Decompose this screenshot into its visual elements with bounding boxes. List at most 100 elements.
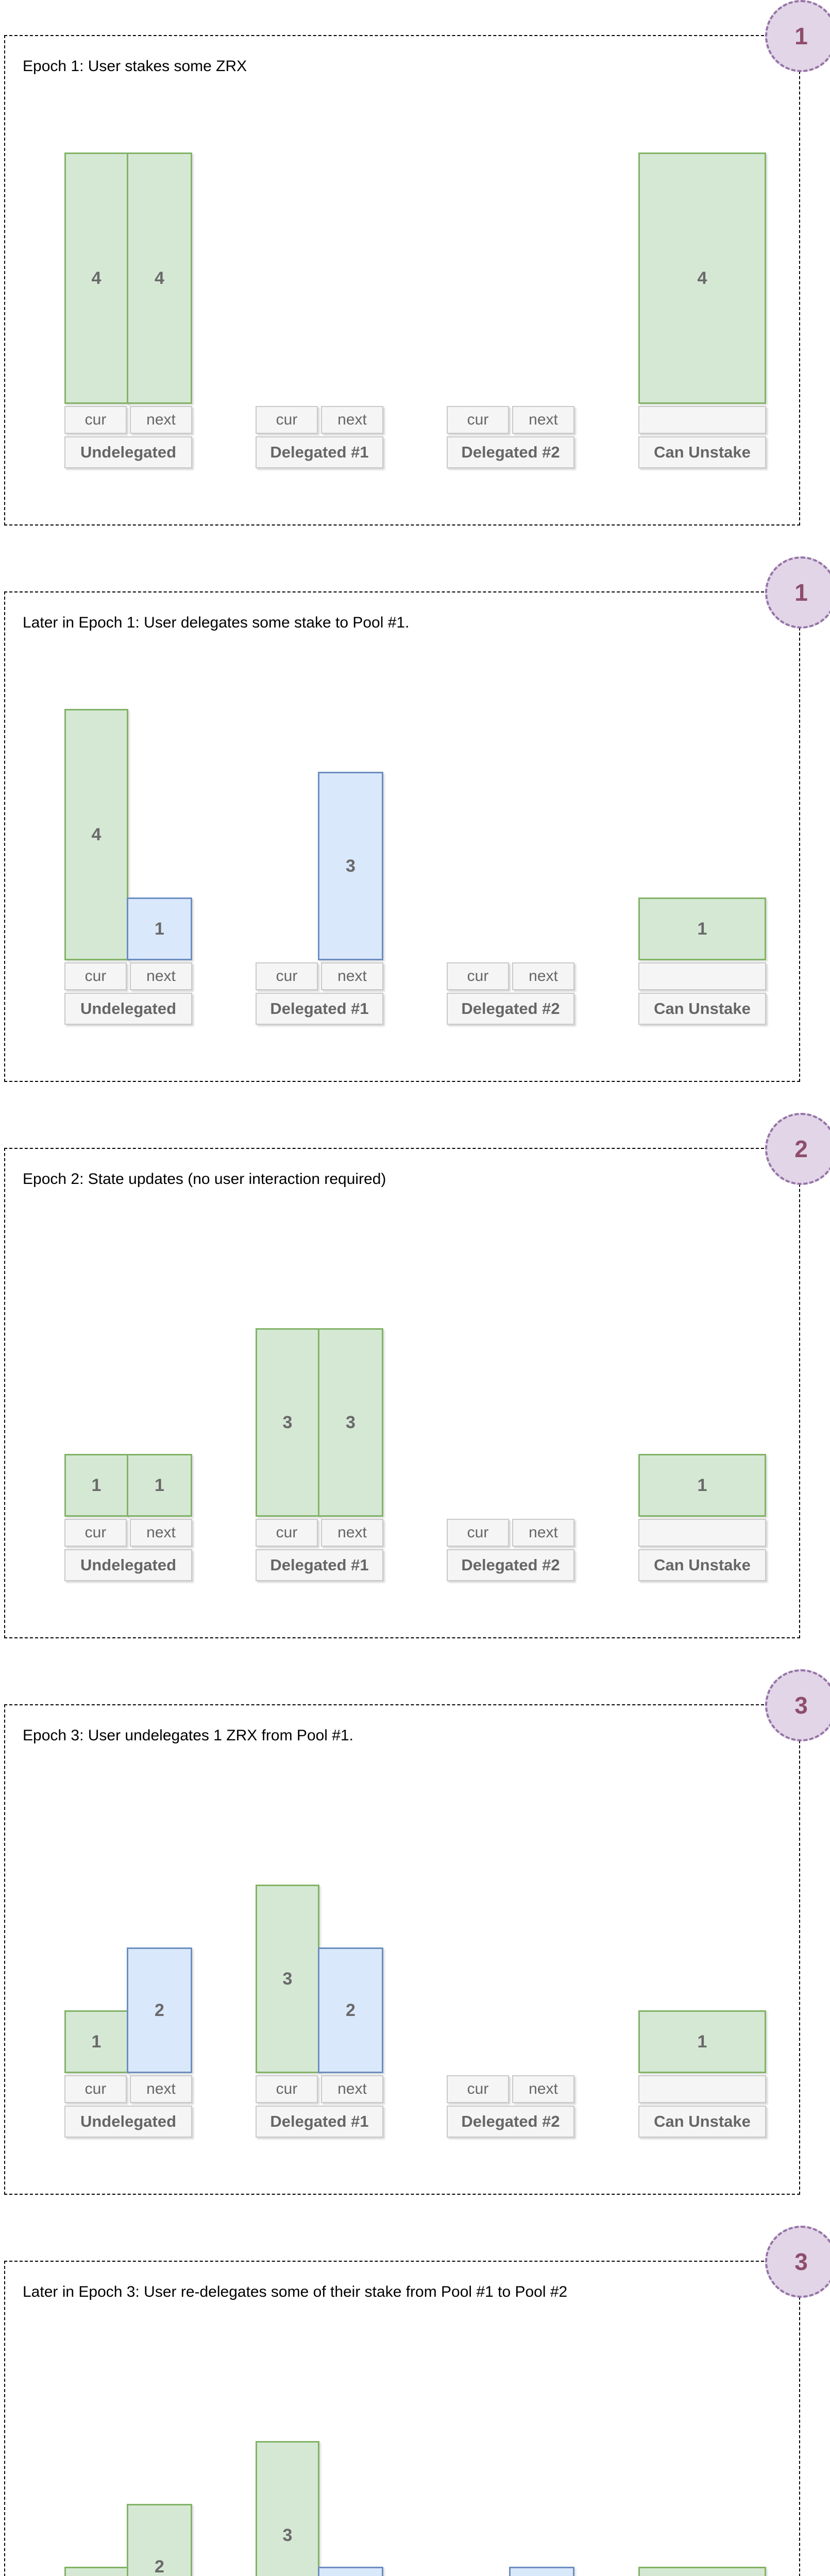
bar-cur: 1: [64, 1454, 128, 1517]
bar-value: 1: [91, 2031, 101, 2052]
bar-value: 2: [155, 2000, 164, 2020]
epoch-number-badge: 1: [765, 556, 830, 629]
panel-title: Epoch 2: State updates (no user interact…: [23, 1171, 386, 1188]
bar-can-unstake: 1: [638, 2010, 766, 2073]
cell-next: next: [130, 406, 192, 434]
bar-next: 3: [318, 772, 383, 960]
bar-next: 2: [127, 2504, 192, 2576]
cell-next: next: [512, 962, 574, 990]
cell-empty: [638, 406, 766, 434]
bar-next: 2: [318, 1947, 383, 2073]
bar-value: 4: [155, 268, 164, 288]
bar-can-unstake: 4: [638, 152, 766, 404]
cell-cur: cur: [64, 2075, 127, 2103]
cell-cur: cur: [447, 962, 509, 990]
cell-next: next: [130, 1519, 192, 1547]
bar-value: 1: [155, 1475, 164, 1495]
cell-next: next: [512, 2075, 574, 2103]
bar-value: 2: [155, 2556, 164, 2576]
panel-title: Later in Epoch 3: User re-delegates some…: [23, 2283, 568, 2300]
group-label: Undelegated: [64, 2106, 192, 2138]
bar-value: 2: [346, 2000, 355, 2020]
cell-cur: cur: [447, 406, 509, 434]
panel-title: Epoch 1: User stakes some ZRX: [23, 58, 247, 75]
cell-cur: cur: [256, 1519, 318, 1547]
group-delegated-1: 31curnextDelegated #1: [256, 2262, 383, 2576]
epoch-panel-4: Epoch 3: User undelegates 1 ZRX from Poo…: [4, 1669, 830, 2196]
group-label: Delegated #2: [447, 1549, 574, 1581]
group-label: Can Unstake: [638, 993, 766, 1025]
group-label: Undelegated: [64, 436, 192, 468]
bar-value: 4: [91, 268, 101, 288]
bar-value: 3: [282, 1969, 293, 1989]
cell-cur: cur: [64, 962, 127, 990]
bar-value: 3: [346, 1412, 355, 1432]
cell-next: next: [512, 406, 574, 434]
cell-cur: cur: [447, 2075, 509, 2103]
bar-next: 4: [127, 152, 192, 404]
bar-can-unstake: 1: [638, 2567, 766, 2576]
cell-empty: [638, 2075, 766, 2103]
group-label: Undelegated: [64, 993, 192, 1025]
cell-cur: cur: [256, 962, 318, 990]
bar-cur: 3: [256, 1328, 319, 1517]
bar-can-unstake: 1: [638, 897, 766, 960]
cell-next: next: [321, 962, 383, 990]
bar-next: 1: [127, 1454, 192, 1517]
epoch-panel-3: Epoch 2: State updates (no user interact…: [4, 1113, 830, 1639]
group-label: Delegated #1: [256, 993, 383, 1025]
bar-value: 3: [282, 1412, 293, 1432]
cell-next: next: [321, 1519, 383, 1547]
bar-value: 1: [697, 2031, 707, 2052]
cell-next: next: [512, 1519, 574, 1547]
epoch-panel-2: Later in Epoch 1: User delegates some st…: [4, 556, 830, 1083]
cell-next: next: [130, 2075, 192, 2103]
bar-next: 3: [318, 1328, 383, 1517]
panel-title: Epoch 3: User undelegates 1 ZRX from Poo…: [23, 1727, 354, 1744]
bar-cur: 1: [64, 2567, 128, 2576]
bar-cur: 4: [64, 709, 128, 960]
cell-empty: [638, 962, 766, 990]
bar-next: 2: [127, 1947, 192, 2073]
panel-title: Later in Epoch 1: User delegates some st…: [23, 614, 410, 631]
bar-cur: 4: [64, 152, 128, 404]
group-label: Delegated #2: [447, 436, 574, 468]
bar-next: 1: [509, 2567, 574, 2576]
group-label: Can Unstake: [638, 436, 766, 468]
bar-value: 1: [697, 919, 707, 939]
epoch-number-badge: 3: [765, 2226, 830, 2298]
group-label: Delegated #1: [256, 2106, 383, 2138]
group-label: Can Unstake: [638, 1549, 766, 1581]
group-label: Delegated #1: [256, 436, 383, 468]
epoch-number-badge: 1: [765, 0, 830, 72]
bar-value: 1: [697, 1475, 707, 1495]
bar-value: 3: [346, 856, 355, 876]
epoch-panel-5: Later in Epoch 3: User re-delegates some…: [4, 2226, 830, 2576]
bar-next: 1: [127, 897, 192, 960]
bar-can-unstake: 1: [638, 1454, 766, 1517]
cell-cur: cur: [64, 406, 127, 434]
cell-cur: cur: [256, 406, 318, 434]
cell-cur: cur: [64, 1519, 127, 1547]
cell-next: next: [321, 406, 383, 434]
group-label: Can Unstake: [638, 2106, 766, 2138]
epoch-number-badge: 3: [765, 1669, 830, 1741]
